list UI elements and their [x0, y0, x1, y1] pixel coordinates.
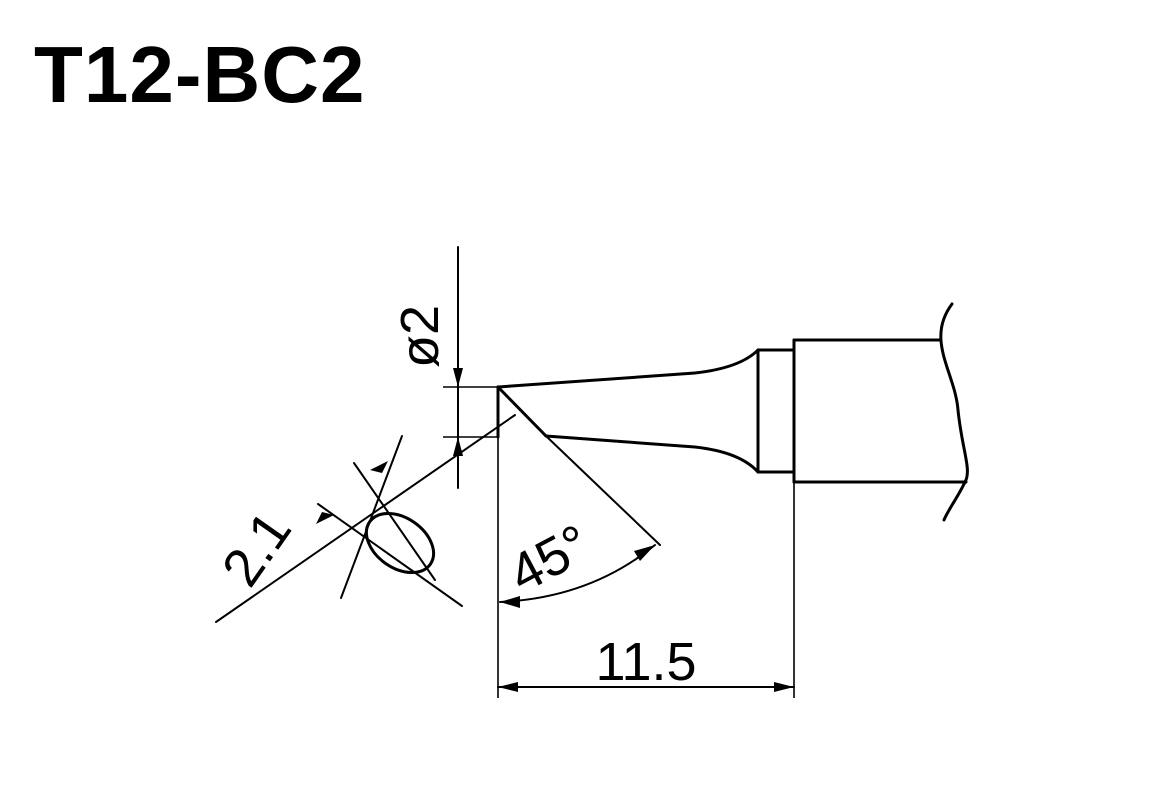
diameter-dimension: ø2	[390, 246, 498, 489]
tip-outline	[496, 302, 969, 522]
face-diameter-label: 2.1	[211, 501, 303, 597]
length-label: 11.5	[595, 632, 696, 692]
diameter-label: ø2	[390, 305, 450, 368]
angle-label: 45°	[499, 513, 599, 604]
length-dimension: 11.5	[497, 437, 795, 698]
angle-dimension: 45°	[499, 435, 661, 608]
page-title: T12-BC2	[34, 30, 366, 119]
face-diameter-dimension: 2.1	[211, 414, 516, 623]
